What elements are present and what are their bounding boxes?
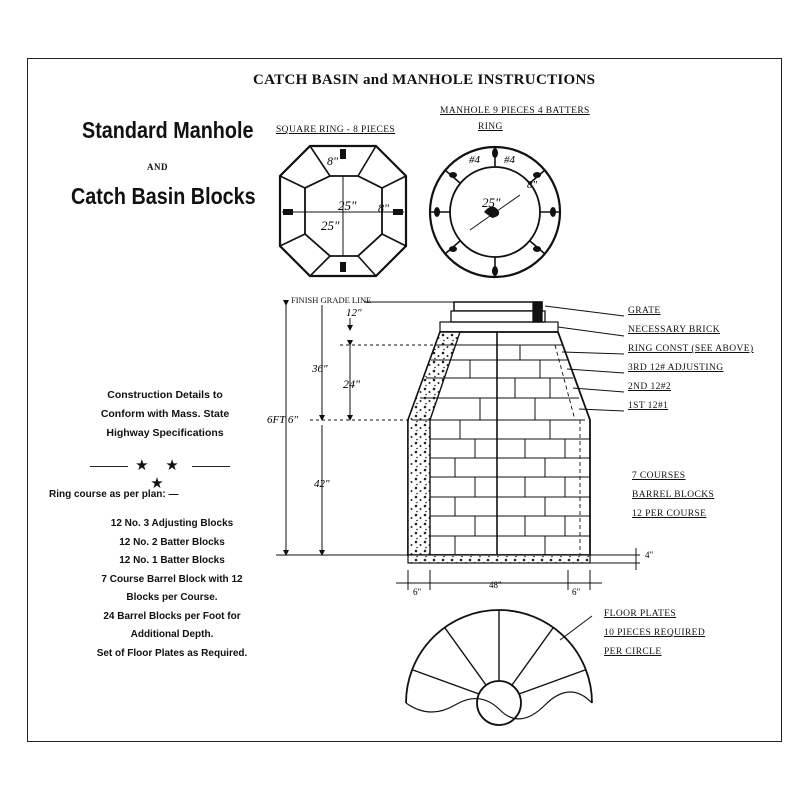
- manhole-dim-diameter: 25": [482, 195, 501, 210]
- list-item: 12 No. 1 Batter Blocks: [119, 555, 225, 566]
- manhole-elevation: [364, 301, 591, 564]
- drawing-frame: [27, 58, 782, 742]
- manhole-mark-b: #4: [504, 154, 516, 166]
- callout-3rd-adjusting: 3RD 12# ADJUSTING: [628, 363, 724, 373]
- list-item: Set of Floor Plates as Required.: [96, 647, 248, 659]
- manhole-ring-diagram: [428, 145, 562, 279]
- manhole-ring-label: MANHOLE 9 PIECES 4 BATTERS: [440, 106, 590, 116]
- manhole-dim-side: 8": [527, 179, 538, 191]
- dim-total: 6FT 6": [267, 414, 298, 426]
- construction-details: Construction Details to Conform with Mas…: [50, 386, 280, 443]
- square-dim-height: 25": [321, 218, 340, 233]
- dim-42: 42": [314, 478, 330, 490]
- heading-catch-basin-blocks: Catch Basin Blocks: [71, 183, 256, 209]
- barrel-per-course-label: 12 PER COURSE: [632, 509, 707, 519]
- callout-1st-batter: 1ST 12#1: [628, 401, 669, 411]
- dim-right: 6": [572, 587, 581, 597]
- callout-ring-const: RING CONST (SEE ABOVE): [628, 344, 754, 354]
- page-title: CATCH BASIN and MANHOLE INSTRUCTIONS: [253, 72, 596, 88]
- list-item: Blocks per Course.: [126, 592, 218, 603]
- square-dim-top: 8": [327, 154, 339, 168]
- dim-4: 4": [645, 550, 654, 560]
- floor-plates-label: FLOOR PLATES: [604, 609, 677, 619]
- callout-necessary-brick: NECESSARY BRICK: [628, 325, 720, 335]
- finish-grade-label: FINISH GRADE LINE: [291, 295, 372, 305]
- floor-plates-circle-label: PER CIRCLE: [604, 647, 662, 657]
- dim-left: 6": [413, 587, 422, 597]
- dim-top: 12": [346, 307, 362, 319]
- list-item: 12 No. 2 Batter Blocks: [119, 536, 225, 548]
- list-item: 24 Barrel Blocks per Foot for: [103, 610, 241, 622]
- barrel-blocks-label: BARREL BLOCKS: [632, 490, 715, 500]
- callout-2nd-batter: 2ND 12#2: [628, 382, 672, 392]
- heading-standard-manhole: Standard Manhole: [82, 117, 254, 143]
- square-ring-diagram: [278, 144, 408, 278]
- construction-line: Conform with Mass. State: [100, 408, 230, 420]
- barrel-courses-label: 7 COURSES: [632, 471, 686, 481]
- dim-36: 36": [311, 363, 328, 375]
- floor-plates-diagram: [405, 609, 593, 726]
- star-divider: ★ ★ ★: [90, 456, 230, 492]
- square-ring-label: SQUARE RING - 8 PIECES: [276, 125, 396, 135]
- ring-course-title: Ring course as per plan: —: [49, 489, 179, 500]
- list-item: 12 No. 3 Adjusting Blocks: [110, 518, 234, 529]
- list-item: 7 Course Barrel Block with 12: [101, 573, 243, 585]
- square-dim-side: 8": [378, 201, 390, 215]
- manhole-mark-a: #4: [469, 154, 481, 166]
- manhole-ring-label-2: RING: [478, 122, 503, 132]
- list-item: Additional Depth.: [130, 629, 214, 640]
- floor-plates-pieces-label: 10 PIECES REQUIRED: [604, 628, 706, 638]
- dim-middle: 48": [489, 580, 502, 590]
- callout-grate: GRATE: [628, 306, 661, 316]
- heading-and: AND: [147, 162, 168, 172]
- requirements-list: 12 No. 3 Adjusting Blocks 12 No. 2 Batte…: [72, 515, 272, 663]
- stars-ornament: ★ ★ ★: [135, 456, 185, 492]
- dim-24: 24": [343, 377, 361, 391]
- construction-line: Highway Specifications: [106, 427, 224, 439]
- construction-line: Construction Details to: [107, 389, 223, 401]
- square-dim-width: 25": [338, 198, 357, 213]
